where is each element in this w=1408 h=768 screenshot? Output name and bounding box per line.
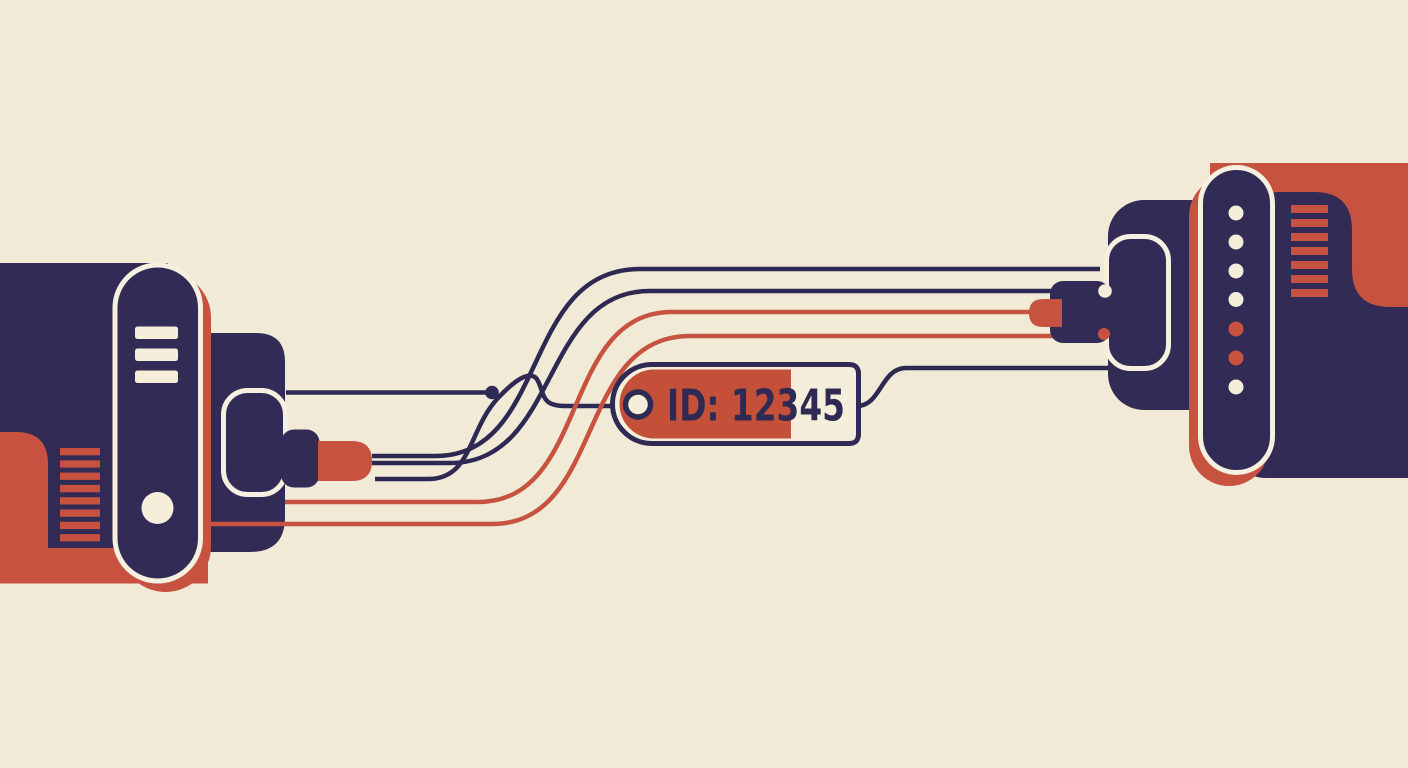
right-connector-body [1242,192,1408,478]
id-tag-label: ID: 12345 [667,381,845,432]
vent-stripe [1291,247,1328,255]
vent-stripe [60,521,100,530]
pill-dot [1228,263,1244,279]
left-pill-led [141,492,174,524]
vent-stripe [60,534,100,542]
left-connector [0,262,320,592]
pill-dot [1228,234,1244,250]
pill-dot [1228,292,1244,307]
vent-stripe [1291,233,1328,241]
vent-stripe [1291,261,1328,269]
right-plug-pin [1050,281,1110,343]
pill-dot [1228,379,1244,395]
left-plug-pin [281,429,320,488]
right-pill [1198,165,1275,475]
vent-stripe [60,460,100,468]
pill-slot [135,348,178,361]
right-pin-dot-orange [1098,328,1110,340]
left-pin-tip [318,441,372,481]
wire-orange-lower [203,333,1098,527]
right-socket [1104,234,1171,371]
id-tag: ID: 12345 [610,362,861,446]
right-connector-front [1029,234,1171,371]
wire-navy-tag-in [375,373,620,482]
id-tag-ring [622,389,654,420]
vent-stripe [60,484,100,493]
pill-slot [135,370,178,383]
wire-navy-tag-out [856,365,1110,409]
vent-stripe [1291,205,1328,213]
id-tag-orange-panel [619,369,791,439]
pill-dot [1228,350,1244,366]
left-socket [221,388,288,497]
vent-stripe [60,509,100,517]
right-vent-stripes [1291,205,1328,297]
pill-dot [1228,205,1244,221]
vent-stripe [60,497,100,505]
pill-slot [135,326,178,339]
vent-stripe [1291,219,1328,227]
right-pin-dot-white [1098,284,1112,298]
right-connector-rear [1108,163,1408,486]
left-vent-stripes [60,448,100,542]
wire-orange-upper [285,309,1040,505]
right-pill-dots [1228,205,1244,395]
vent-stripe [1291,289,1328,297]
vent-stripe [60,448,100,456]
vent-stripe [1291,275,1328,283]
right-pin-tip [1029,299,1062,327]
stub-wire-dot [485,385,499,400]
pill-dot [1228,321,1244,337]
vent-stripe [60,472,100,480]
left-pill-slots [135,326,178,383]
left-pill [112,262,203,584]
wire-navy-middle [372,288,1100,466]
cable-bundle [203,266,1110,527]
